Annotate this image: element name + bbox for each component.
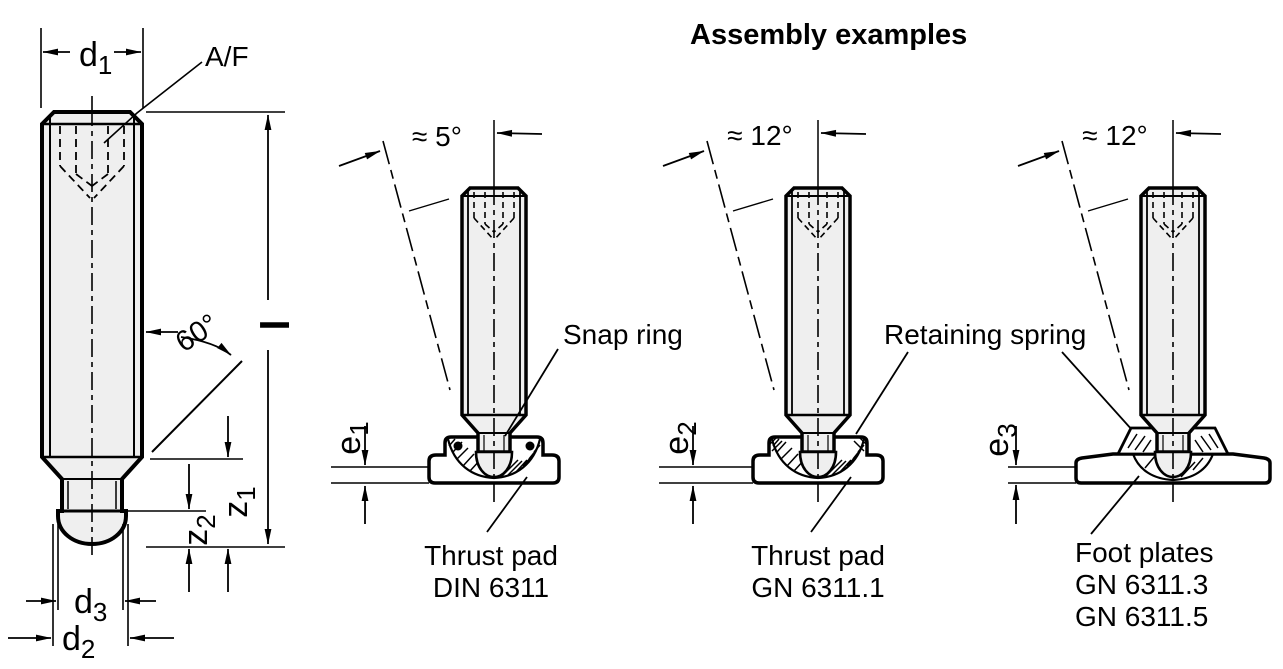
assembly-a1: ≈ 5° e1 Snap ring Thrust pad DIN 6311 (330, 120, 683, 603)
tilt-angle-label: ≈ 12° (727, 120, 793, 151)
dim-label-d1: d1 (79, 36, 112, 80)
screw-details (42, 96, 142, 560)
caption-line1: Thrust pad (424, 540, 558, 571)
snap-ring-section-right (525, 441, 535, 451)
assembly-screw (339, 120, 542, 502)
dim-label-z2: z2 (177, 514, 221, 545)
dim-label-60deg: 60° (170, 308, 224, 359)
dim-label-e1: e1 (330, 421, 374, 454)
e3-dimension (1008, 426, 1076, 524)
e2-dimension (659, 426, 753, 524)
screw-outline (40, 110, 144, 547)
page-title: Assembly examples (690, 19, 967, 51)
caption-line3: GN 6311.5 (1075, 601, 1208, 632)
caption-line2: GN 6311.1 (751, 572, 884, 603)
retaining-spring-leader-left (855, 351, 909, 435)
dim-label-af: A/F (205, 41, 249, 72)
retaining-spring-leader-right (1061, 351, 1134, 432)
assembly-screw (1018, 120, 1221, 502)
caption-line2: DIN 6311 (433, 572, 549, 603)
main-view: d1 A/F 60° l z2 z1 d3 d2 (8, 28, 295, 664)
assembly-a2: ≈ 12° e2 Retaining spring Thrust pad GN … (658, 120, 1134, 603)
caption-line1: Foot plates (1075, 537, 1214, 568)
thrust-pad-leader (810, 476, 852, 533)
hex-socket-hidden-lines (59, 126, 125, 199)
dim-label-length: l (251, 319, 295, 330)
e1-dimension (331, 426, 429, 524)
callout-retaining-spring: Retaining spring (884, 319, 1086, 350)
thrust-pad-leader (486, 476, 528, 533)
foot-plates-leader (1090, 475, 1140, 535)
dimension-lines (8, 28, 285, 646)
caption-line1: Thrust pad (751, 540, 885, 571)
retaining-spring-section (769, 436, 867, 452)
snap-ring-section-left (453, 441, 463, 451)
callout-snap-ring: Snap ring (563, 319, 683, 350)
dim-label-z1: z1 (217, 486, 261, 517)
dim-label-e2: e2 (658, 421, 702, 454)
assembly-a3: ≈ 12° e3 Foot plates GN 6311.3 GN 6311.5 (978, 120, 1272, 632)
caption-line2: GN 6311.3 (1075, 569, 1208, 600)
tilt-angle-label: ≈ 12° (1082, 120, 1148, 151)
dim-label-e3: e3 (978, 423, 1022, 456)
snap-ring-leader (504, 348, 559, 437)
dim-label-d3: d3 (74, 583, 107, 627)
tilt-angle-label: ≈ 5° (412, 121, 462, 152)
dim-label-d2: d2 (62, 620, 95, 664)
